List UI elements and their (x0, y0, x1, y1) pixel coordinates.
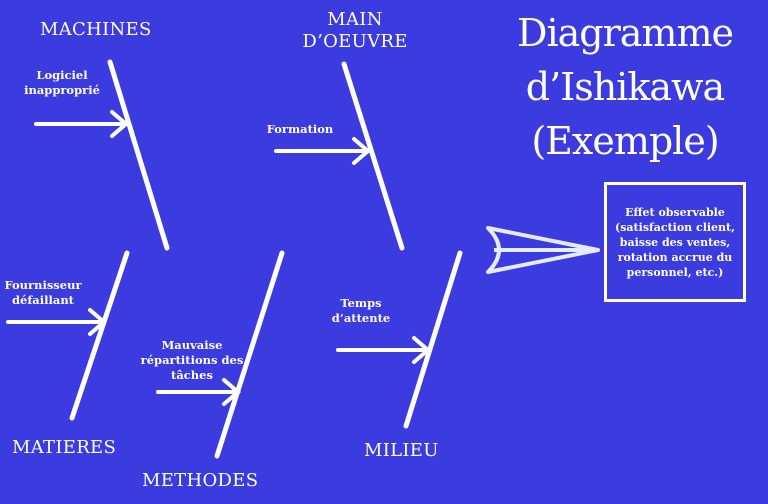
bone-main-oeuvre (341, 61, 405, 251)
title-line-2: d’Ishikawa (525, 65, 725, 109)
cause-logiciel-line-2: inapproprié (24, 83, 100, 97)
arrow-logiciel (34, 110, 130, 138)
cause-temps-line-2: d’attente (331, 311, 391, 325)
bone-milieu (403, 250, 463, 429)
cause-mauvaise-line-1: Mauvaise (161, 338, 223, 352)
title-line-3: (Exemple) (531, 119, 719, 163)
effect-box: Effet observable (satisfaction client, b… (604, 182, 746, 302)
cause-formation: Formation (266, 122, 334, 136)
cause-fournisseur: Fournisseur défaillant (2, 278, 84, 308)
bone-methodes (214, 250, 285, 459)
cause-fournisseur-line-2: défaillant (12, 293, 74, 307)
bone-matieres (69, 250, 130, 421)
arrow-mauvaise (156, 378, 242, 406)
category-machines: MACHINES (40, 19, 152, 40)
category-main-oeuvre: MAIN D’OEUVRE (290, 9, 420, 53)
category-main-oeuvre-line-1: MAIN (327, 9, 383, 30)
arrow-fournisseur (6, 308, 108, 336)
cause-logiciel-line-1: Logiciel (36, 68, 88, 82)
category-main-oeuvre-line-2: D’OEUVRE (302, 31, 408, 52)
arrow-formation (274, 137, 372, 165)
cause-logiciel: Logiciel inapproprié (22, 68, 102, 98)
category-milieu: MILIEU (364, 440, 439, 461)
cause-temps-line-1: Temps (340, 296, 382, 310)
cause-mauvaise-line-3: tâches (171, 368, 213, 382)
bone-machines (107, 59, 170, 251)
diagram-title: Diagramme d’Ishikawa (Exemple) (492, 6, 758, 168)
cause-fournisseur-line-1: Fournisseur (4, 278, 82, 292)
category-methodes: METHODES (142, 470, 259, 491)
arrow-temps (336, 336, 432, 364)
category-matieres: MATIERES (12, 437, 117, 458)
title-line-1: Diagramme (517, 11, 734, 55)
cause-mauvaise-line-2: répartitions des (140, 353, 244, 367)
effect-text: Effet observable (satisfaction client, b… (615, 205, 735, 279)
cause-temps-attente: Temps d’attente (326, 296, 396, 326)
cause-mauvaise-repartition: Mauvaise répartitions des tâches (130, 338, 254, 383)
